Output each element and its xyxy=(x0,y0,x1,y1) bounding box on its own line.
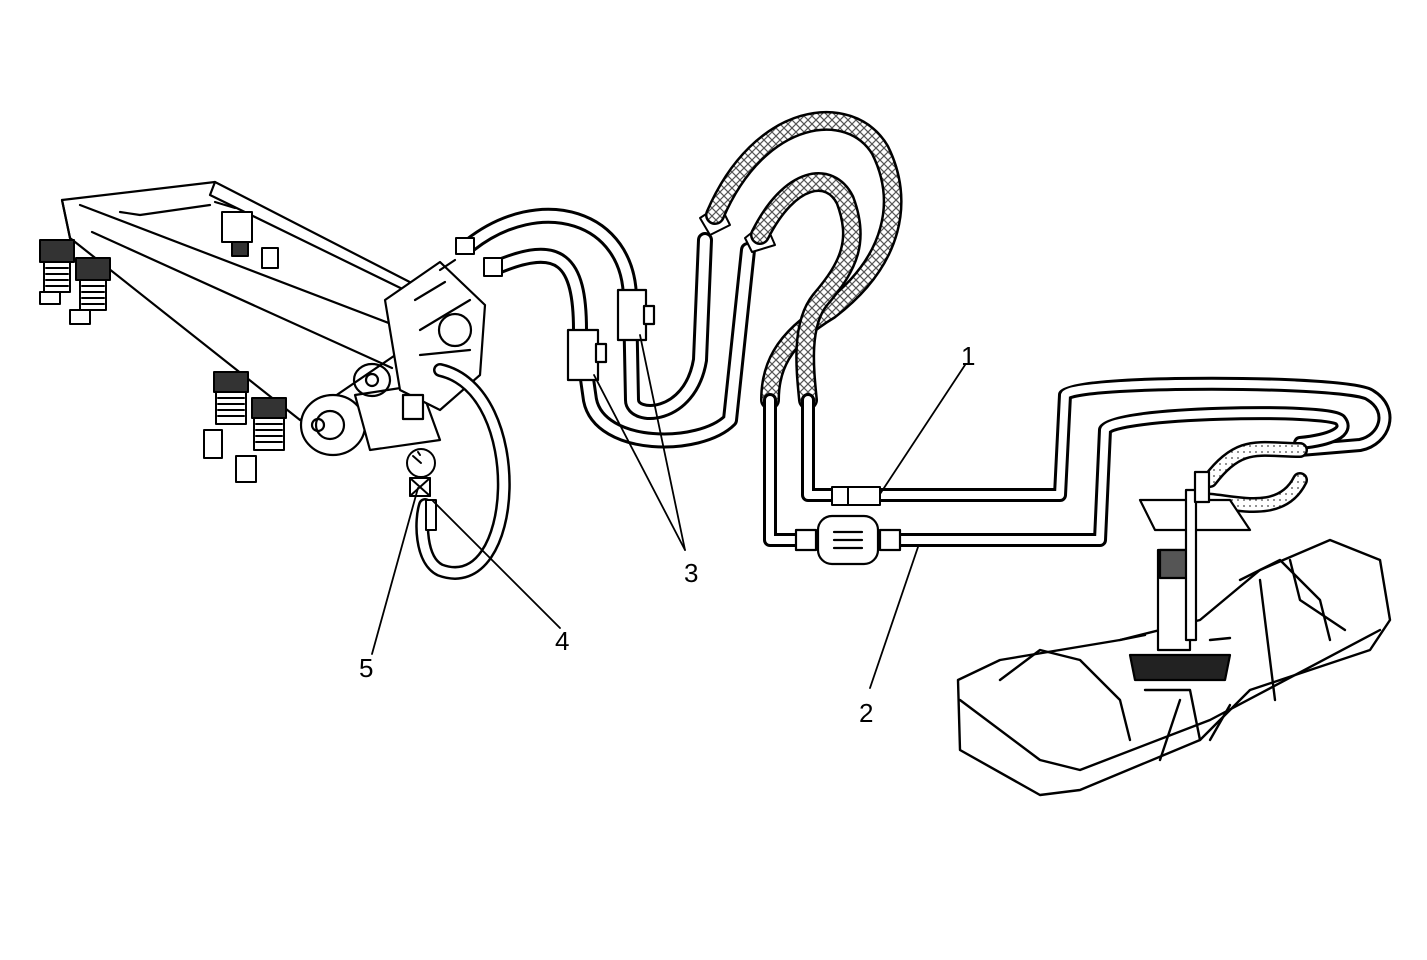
callout-4: 4 xyxy=(555,626,570,656)
fuel-pump-module xyxy=(1128,470,1252,682)
line-clip xyxy=(616,288,656,342)
line-clip xyxy=(566,328,608,382)
fuel-supply-line xyxy=(763,376,1392,547)
fuel-pressure-gauge xyxy=(406,448,437,531)
fuel-filter xyxy=(794,514,902,566)
fuel-line-connector xyxy=(831,486,881,506)
callout-2: 2 xyxy=(859,698,874,728)
fuel-rail xyxy=(60,180,437,422)
fuel-feed-line xyxy=(462,207,756,449)
braided-flex-hose xyxy=(705,111,903,410)
callout-5: 5 xyxy=(359,653,374,683)
fuel-pressure-regulator xyxy=(299,258,487,457)
fuel-injector xyxy=(203,371,249,459)
leader-lines xyxy=(371,334,966,689)
leader-line-2 xyxy=(869,546,919,689)
gauge-hose xyxy=(415,363,511,580)
callout-3: 3 xyxy=(684,558,699,588)
fuel-rail-assembly xyxy=(39,180,487,483)
leader-line-1 xyxy=(879,364,966,495)
fuel-injector xyxy=(235,397,287,483)
leader-line-5 xyxy=(371,487,419,655)
leader-line-3b xyxy=(639,334,686,551)
callout-1: 1 xyxy=(961,341,976,371)
fuel-injector xyxy=(39,239,75,305)
tank-flex-hose xyxy=(1192,440,1308,513)
leader-line-3a xyxy=(593,374,686,551)
leader-line-4 xyxy=(431,499,561,629)
fuel-injector xyxy=(69,257,111,325)
fuel-injector xyxy=(221,211,279,269)
